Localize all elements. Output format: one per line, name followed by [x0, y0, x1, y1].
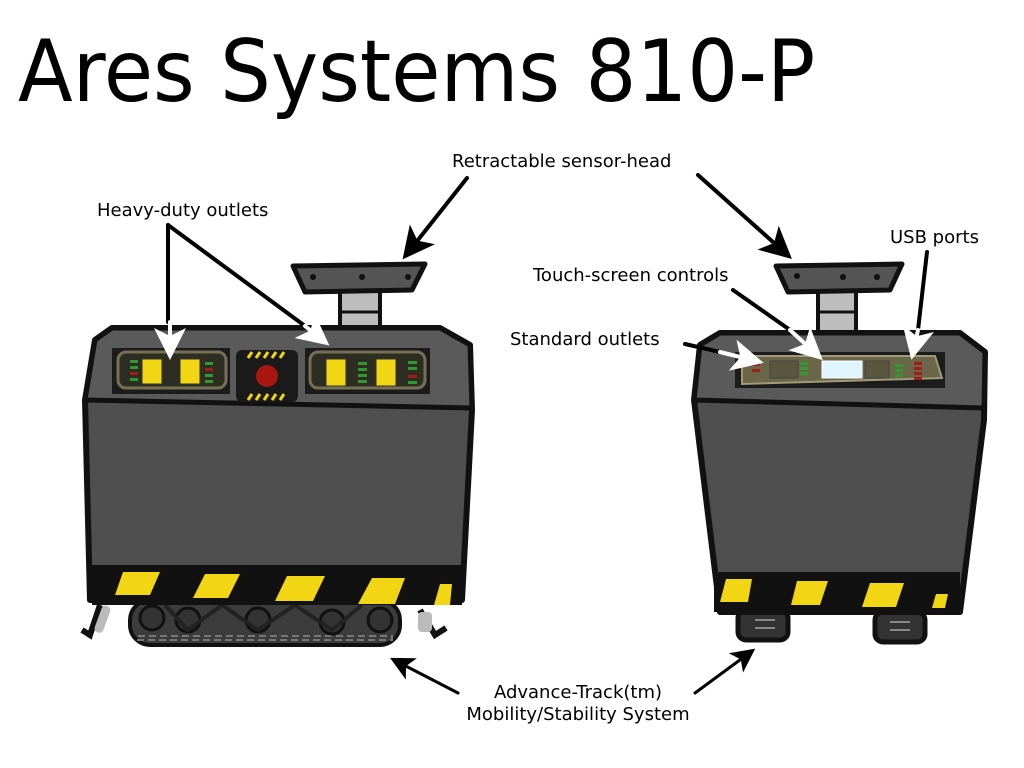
hazard-stripes-left [115, 572, 452, 605]
track-left [80, 598, 448, 647]
hazard-stripes-right [720, 579, 948, 608]
heavy-duty-outlet-panel-right [305, 348, 430, 394]
label-track-system: Advance-Track(tm) Mobility/Stability Sys… [440, 682, 716, 726]
robot-front-view [80, 261, 475, 647]
robot-rear-view [691, 261, 988, 645]
track-right [735, 607, 928, 645]
emergency-stop-button [236, 350, 298, 402]
sensor-head-right [773, 261, 905, 342]
control-panel-right [735, 352, 945, 388]
label-heavy-duty-outlets: Heavy-duty outlets [97, 200, 269, 221]
page-title: Ares Systems 810-P [18, 22, 816, 122]
label-standard-outlets: Standard outlets [510, 329, 660, 350]
heavy-duty-outlet-panel-left [112, 348, 230, 394]
label-touch-screen: Touch-screen controls [533, 265, 729, 286]
label-track-line2: Mobility/Stability System [466, 704, 690, 725]
label-track-line1: Advance-Track(tm) [493, 682, 663, 703]
label-usb-ports: USB ports [890, 227, 979, 248]
label-sensor-head: Retractable sensor-head [452, 151, 672, 172]
callout-arrows [154, 173, 934, 695]
